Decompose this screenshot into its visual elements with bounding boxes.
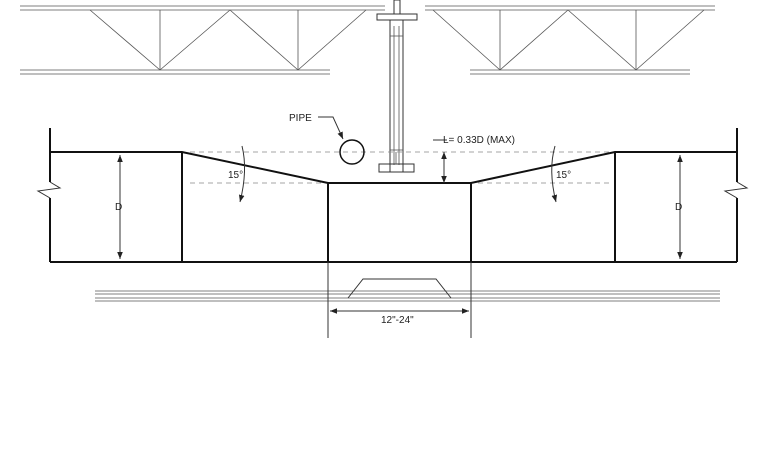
pipe-circle [339,139,365,165]
right-truss [425,5,715,75]
bottom-deck [95,278,720,302]
pipe-leader [318,116,344,140]
depth-right-label: D [675,202,682,213]
pipe-label: PIPE [289,113,312,124]
angle-right-label: 15° [556,170,571,181]
left-break-line [36,181,62,199]
beam-outline [36,128,749,263]
right-break-line [723,181,749,199]
depth-left-label: D [115,202,122,213]
left-truss [20,5,385,75]
clearance-label: L= 0.33D (MAX) [443,135,515,146]
deck-rib [347,278,452,299]
width-label: 12"-24" [381,315,414,326]
angle-left-arc [238,145,246,203]
angle-left-label: 15° [228,170,243,181]
vertical-hanger [376,0,418,173]
angle-right-arc [551,145,558,203]
